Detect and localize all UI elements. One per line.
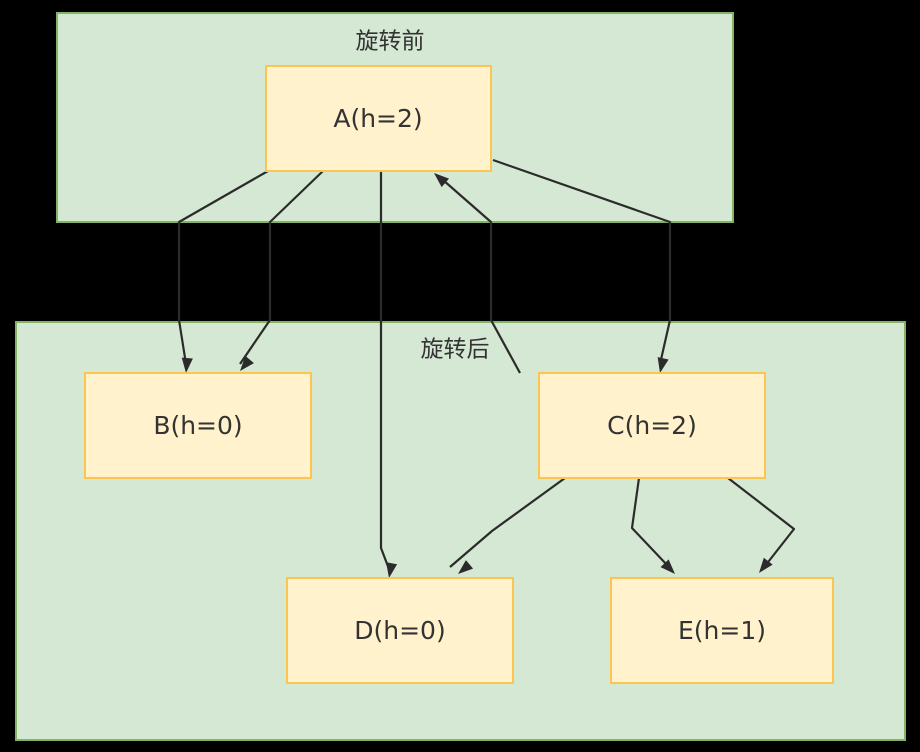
edge-C-E-2: [727, 477, 796, 567]
node-box-C[interactable]: [538, 372, 766, 479]
node-box-D[interactable]: [286, 577, 514, 684]
arrowhead-C-A: [434, 173, 449, 188]
node-label-B: B(h=0): [153, 411, 242, 440]
edge-C-D: [449, 477, 566, 568]
edge-A-B-2: [239, 170, 324, 365]
arrowhead-A-D: [386, 562, 398, 578]
cluster-label-after: 旋转后: [421, 337, 490, 363]
node-label-C: C(h=2): [607, 411, 697, 440]
node-B[interactable]: B(h=0): [84, 372, 312, 479]
edge-A-D: [379, 171, 391, 570]
node-D[interactable]: D(h=0): [286, 577, 514, 684]
node-box-B[interactable]: [84, 372, 312, 479]
node-box-E[interactable]: [610, 577, 834, 684]
edge-A-B-1: [177, 170, 269, 365]
arrowhead-C-D: [458, 560, 474, 574]
edge-C-E-1: [630, 477, 669, 567]
node-box-A[interactable]: [265, 65, 492, 172]
node-label-A: A(h=2): [333, 104, 422, 133]
edge-group: [177, 158, 796, 578]
node-E[interactable]: E(h=1): [610, 577, 834, 684]
node-label-D: D(h=0): [354, 616, 445, 645]
arrowhead-A-B-2: [240, 355, 254, 371]
node-A[interactable]: A(h=2): [265, 65, 492, 172]
node-C[interactable]: C(h=2): [538, 372, 766, 479]
cluster-label-before: 旋转前: [356, 29, 425, 55]
arrowhead-C-E-2: [759, 557, 773, 573]
node-label-E: E(h=1): [678, 616, 766, 645]
arrowhead-A-C: [657, 357, 669, 373]
edge-A-C: [492, 158, 672, 365]
arrowhead-A-B-1: [181, 357, 193, 373]
arrowhead-C-E-1: [660, 559, 675, 574]
node-group: A(h=2) B(h=0) C(h=2) D(h=0) E(h=1): [84, 65, 834, 684]
edge-C-A: [442, 179, 521, 374]
